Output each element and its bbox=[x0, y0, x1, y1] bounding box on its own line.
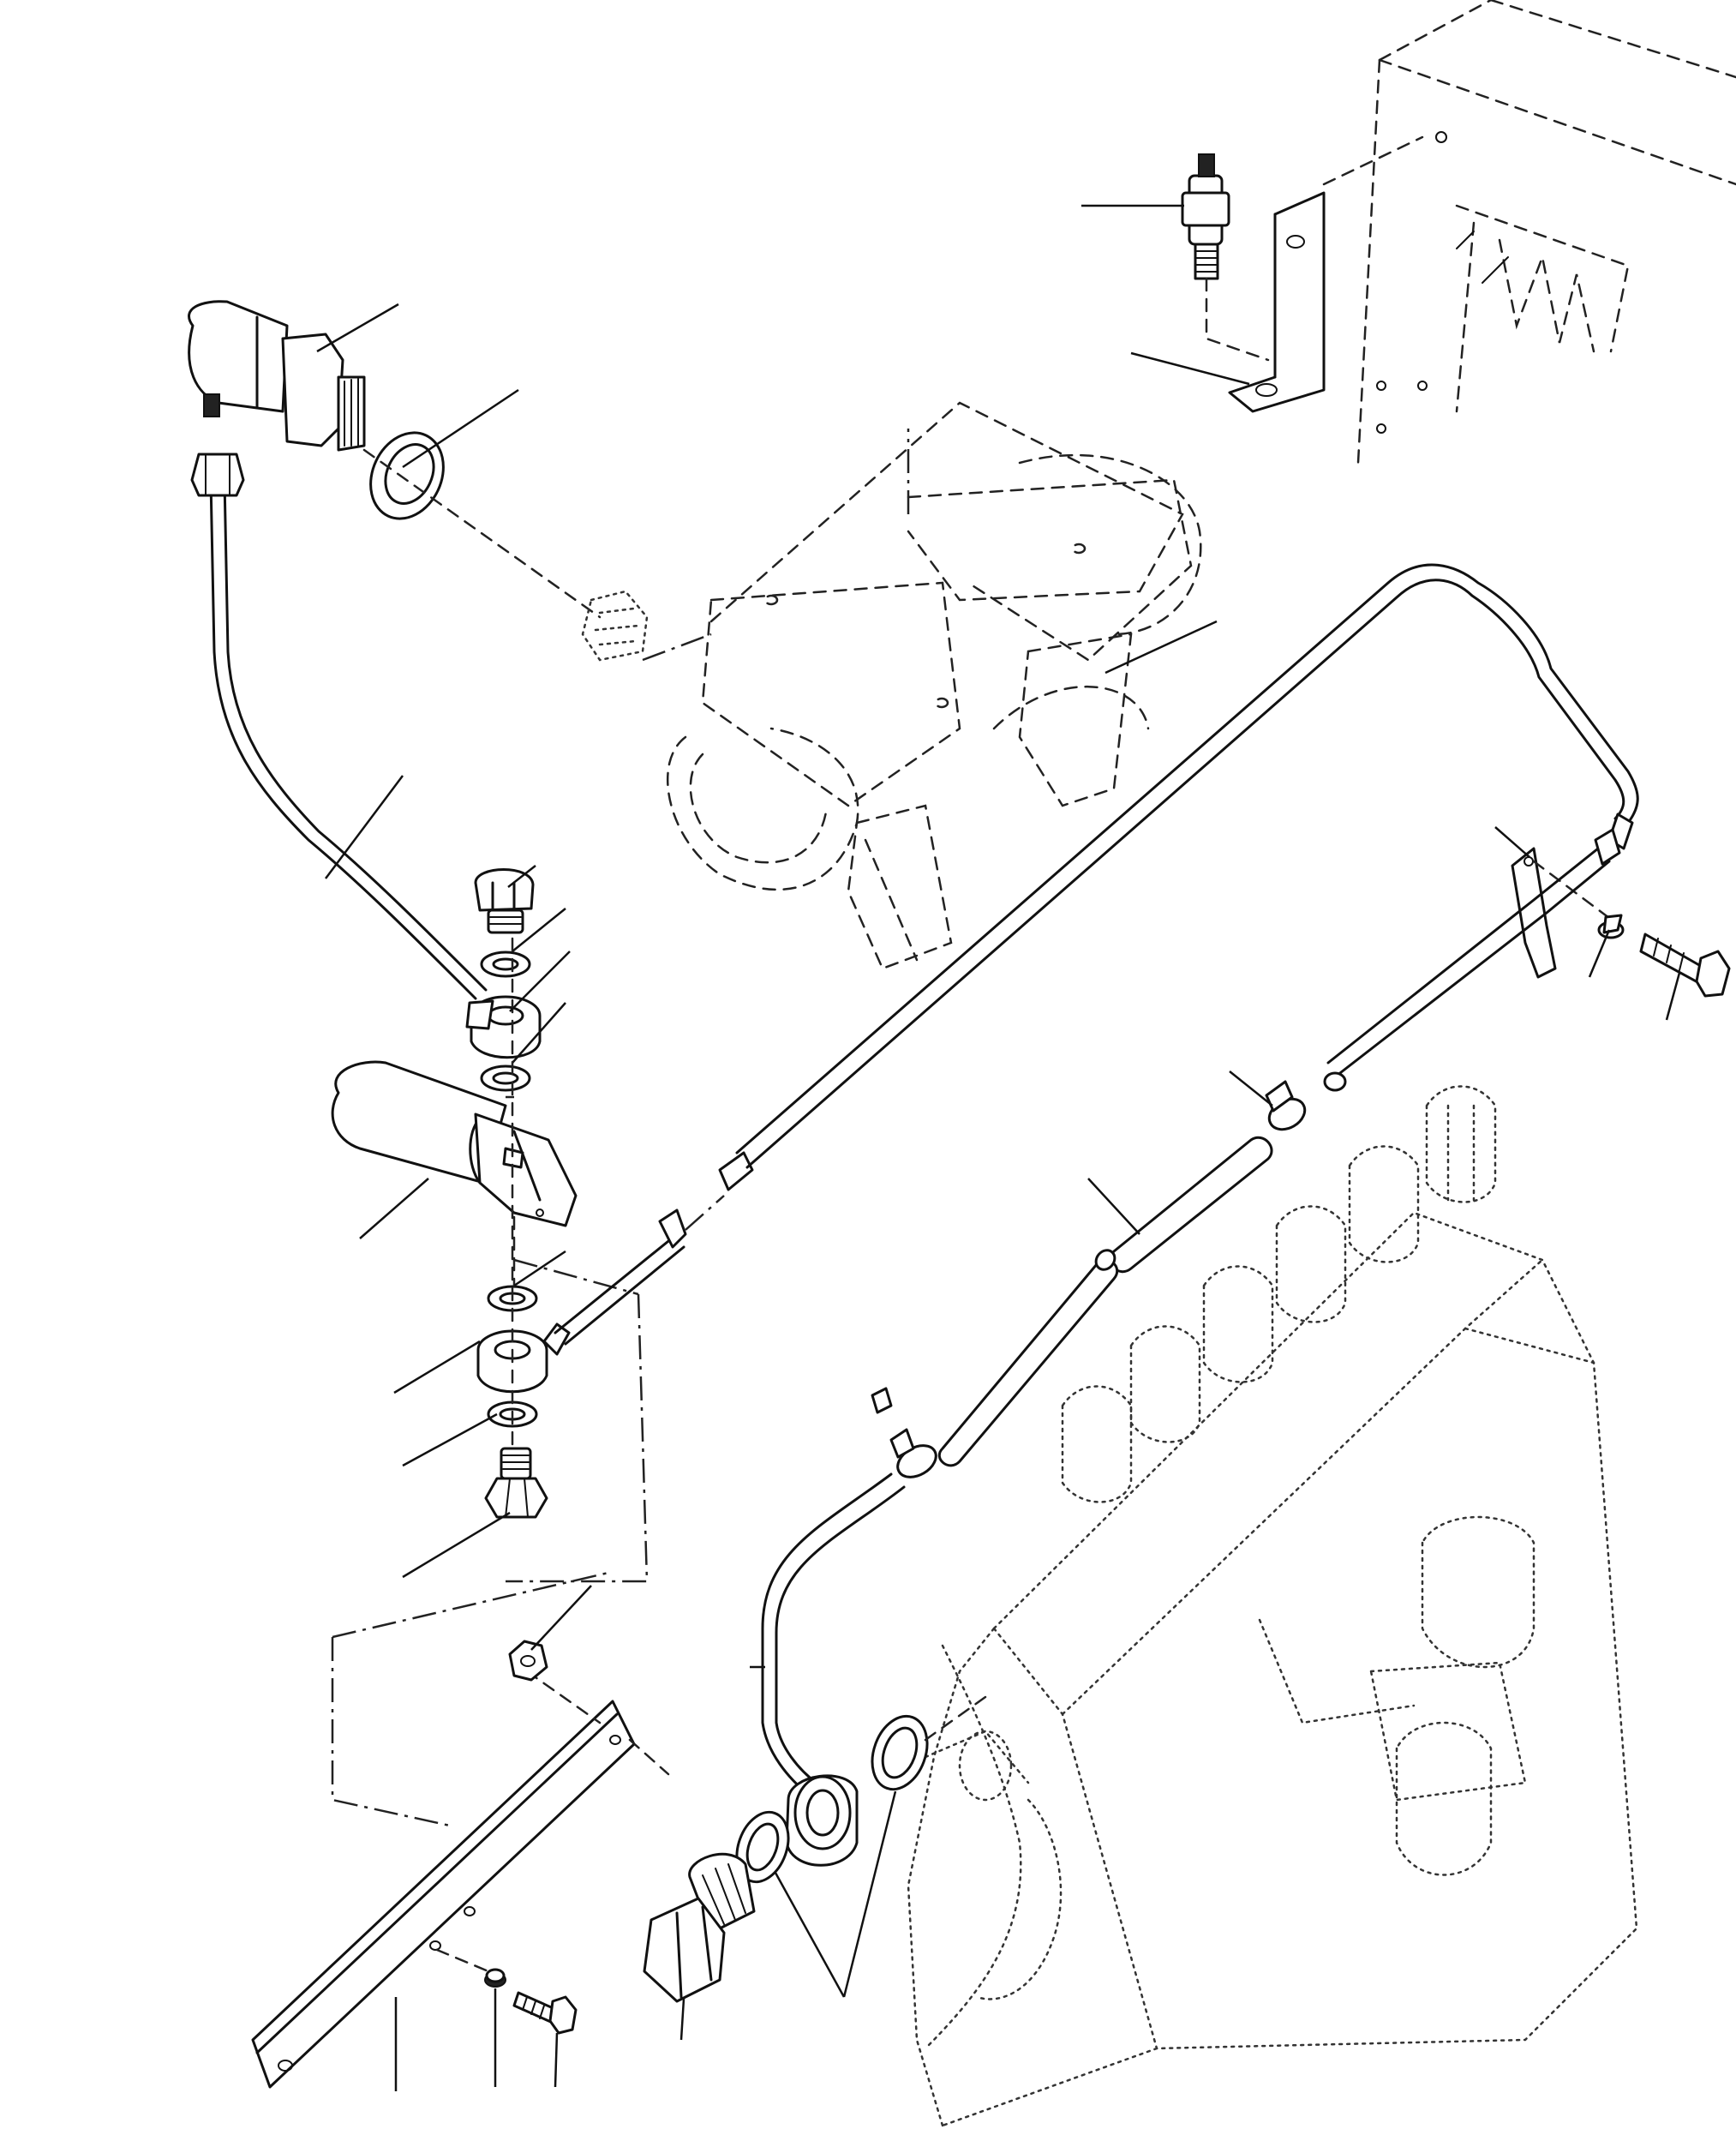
plate-lock-washer bbox=[435, 1948, 506, 1988]
manifold-housing-outline bbox=[642, 401, 1202, 970]
pipe-clip bbox=[1326, 828, 1621, 1077]
lower-pipe bbox=[761, 1472, 906, 1797]
solenoid-valve bbox=[331, 1060, 578, 1227]
leader-hose-clamp-upper bbox=[1229, 1070, 1273, 1106]
leader-mounting-bracket bbox=[1130, 351, 1250, 386]
plate-nut bbox=[508, 1640, 548, 1682]
upper-washer-2 bbox=[480, 1065, 531, 1092]
leader-plate-bolt bbox=[554, 2032, 559, 2088]
assembly-axis-lines bbox=[331, 937, 649, 1827]
leader-pipe-clip bbox=[1494, 826, 1530, 858]
leader-pump-washers bbox=[774, 1790, 897, 1998]
upper-washer-1 bbox=[480, 951, 531, 978]
mounting-plate bbox=[251, 1670, 670, 2089]
leader-upper-washer-2 bbox=[512, 1002, 566, 1064]
pump-washer-2 bbox=[735, 1810, 790, 1884]
temperature-sensor bbox=[1181, 153, 1270, 362]
leader-upper-washer bbox=[512, 908, 566, 952]
leader-banjo-fitting bbox=[393, 1340, 481, 1394]
leader-sealing-washer bbox=[402, 388, 519, 469]
engine-block-outline bbox=[1356, 0, 1736, 465]
leader-hollow-bolt bbox=[679, 1998, 685, 2041]
pump-washer-1 bbox=[871, 1695, 987, 1791]
leader-plate-nut bbox=[530, 1585, 592, 1651]
upper-pipe bbox=[190, 453, 488, 1000]
leader-plug-bolt bbox=[507, 865, 536, 888]
leader-hose-sections bbox=[1087, 1178, 1140, 1235]
long-pipe bbox=[554, 563, 1639, 1346]
leader-solenoid-hollow-bolt bbox=[402, 1511, 511, 1579]
leader-long-pipe bbox=[1104, 620, 1218, 675]
manifold-fitting bbox=[581, 590, 649, 662]
hose-sections bbox=[937, 1136, 1273, 1467]
leader-upper-pipe bbox=[325, 775, 404, 879]
clip-bolt bbox=[1639, 933, 1731, 998]
mounting-bracket bbox=[1228, 135, 1424, 413]
leader-solenoid-valve bbox=[359, 1178, 429, 1239]
banjo-fitting bbox=[476, 1322, 571, 1394]
upper-banjo bbox=[465, 995, 542, 1059]
solenoid-hollow-bolt bbox=[484, 1447, 548, 1519]
pressure-switch bbox=[188, 300, 366, 452]
plug-bolt bbox=[474, 868, 535, 934]
hose-clamps bbox=[871, 1071, 1347, 1478]
clip-washer bbox=[1597, 914, 1625, 939]
pump-banjo bbox=[785, 1774, 859, 1867]
sealing-washer bbox=[362, 431, 602, 619]
leader-clip-bolt bbox=[1665, 972, 1681, 1021]
leader-solenoid-washer bbox=[402, 1412, 498, 1467]
leader-solenoid-washer-upper bbox=[513, 1250, 566, 1287]
plate-bolt bbox=[512, 1991, 578, 2035]
fuel-injection-pump bbox=[907, 1085, 1638, 2127]
hollow-bolt bbox=[643, 1852, 756, 2003]
leader-pressure-switch bbox=[316, 303, 399, 353]
leader-upper-banjo bbox=[509, 951, 571, 1012]
leader-clip-washer bbox=[1588, 929, 1611, 978]
